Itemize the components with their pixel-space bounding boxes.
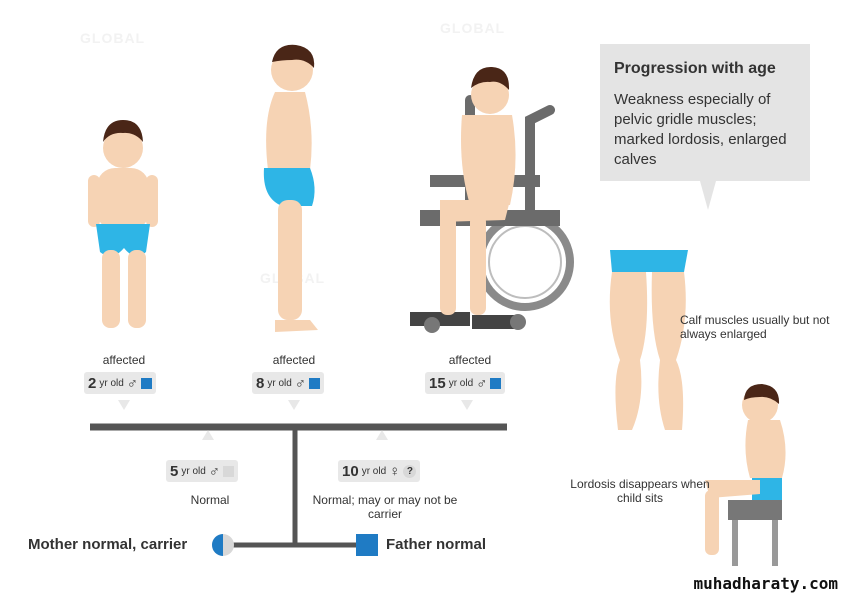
child-5-status: Normal; may or may not be carrier: [312, 493, 458, 521]
child-3-age-pill: 15 yr old ♂: [425, 372, 506, 394]
child-4-status: Normal: [190, 493, 230, 507]
age-value: 2: [88, 374, 97, 392]
site-watermark: muhadharaty.com: [693, 574, 839, 593]
calf-legs-figure: [609, 250, 688, 430]
child-5-age-pill: 10 yr old ♀ ?: [338, 460, 421, 482]
sitting-child-figure: [705, 384, 786, 566]
affected-square-icon: [490, 377, 502, 389]
child-2-age-pill: 8 yr old ♂: [252, 372, 325, 394]
age-value: 15: [429, 374, 446, 392]
age-value: 5: [170, 462, 179, 480]
affected-square-icon: [141, 377, 153, 389]
unaffected-square-icon: [223, 465, 235, 477]
affected-square-icon: [309, 377, 321, 389]
male-icon: ♂: [294, 374, 307, 392]
father-symbol: [356, 534, 378, 556]
child-3-status: affected: [448, 353, 492, 367]
mother-label: Mother normal, carrier: [28, 536, 188, 553]
father-label: Father normal: [386, 536, 487, 553]
callout-body: Weakness especially of pelvic gridle mus…: [614, 91, 787, 168]
lordosis-note: Lordosis disappears when child sits: [570, 477, 710, 505]
child-8yr-figure: [263, 44, 318, 332]
unknown-status-icon: ?: [403, 464, 417, 478]
age-unit: yr old: [448, 377, 474, 389]
child-1-status: affected: [102, 353, 146, 367]
mother-carrier-symbol: [212, 534, 234, 556]
child-2yr-figure: [88, 120, 158, 328]
child-1-age-pill: 2 yr old ♂: [84, 372, 157, 394]
callout-title: Progression with age: [614, 60, 776, 77]
child-4-age-pill: 5 yr old ♂: [166, 460, 239, 482]
age-value: 8: [256, 374, 265, 392]
age-unit: yr old: [267, 377, 292, 389]
female-icon: ♀: [389, 462, 401, 480]
age-unit: yr old: [361, 465, 387, 477]
watermark: GLOBAL: [80, 30, 146, 46]
progression-callout: Progression with age Weakness especially…: [600, 44, 810, 181]
male-icon: ♂: [476, 374, 488, 392]
child-2-status: affected: [272, 353, 316, 367]
age-unit: yr old: [181, 465, 206, 477]
male-icon: ♂: [126, 374, 139, 392]
teen-15yr-wheelchair-figure: [410, 66, 574, 333]
age-value: 10: [342, 462, 359, 480]
calf-note: Calf muscles usually but not always enla…: [680, 313, 830, 341]
age-unit: yr old: [99, 377, 124, 389]
watermark: GLOBAL: [440, 20, 506, 36]
male-icon: ♂: [208, 462, 221, 480]
